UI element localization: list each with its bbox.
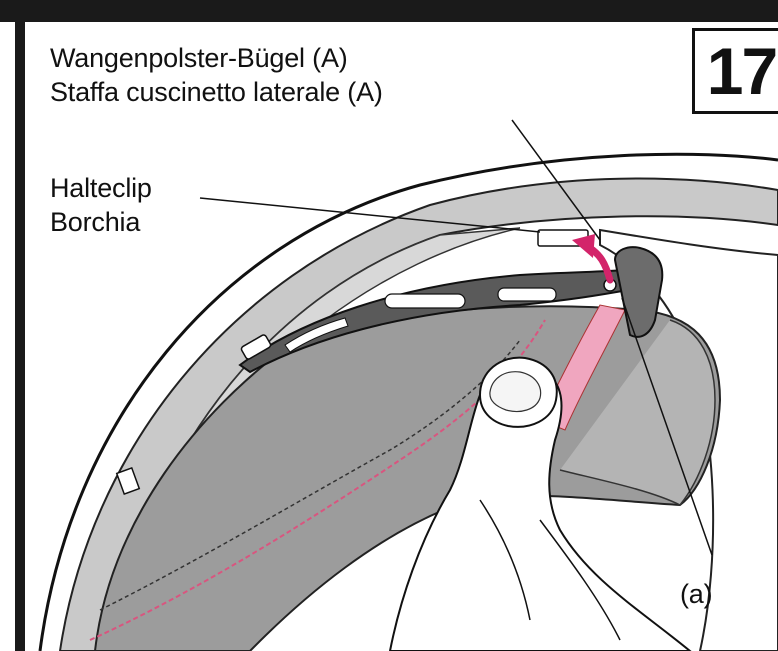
step-number: 17 xyxy=(707,33,776,109)
thumbnail xyxy=(490,372,541,412)
label-clip-italian: Borchia xyxy=(50,206,140,238)
label-point-a: (a) xyxy=(680,578,712,610)
step-number-box: 17 xyxy=(692,28,778,114)
label-bracket-german: Wangenpolster-Bügel (A) xyxy=(50,42,348,74)
label-clip-german: Halteclip xyxy=(50,172,152,204)
bracket-slot-2 xyxy=(385,294,465,308)
bracket-slot-3 xyxy=(498,288,556,301)
label-bracket-italian: Staffa cuscinetto laterale (A) xyxy=(50,76,383,108)
